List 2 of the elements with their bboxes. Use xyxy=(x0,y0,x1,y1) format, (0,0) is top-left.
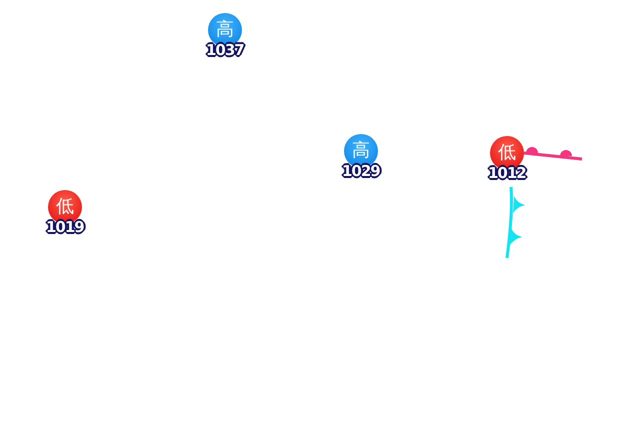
cold-front-line xyxy=(506,186,525,258)
warm-front-line xyxy=(524,147,582,160)
